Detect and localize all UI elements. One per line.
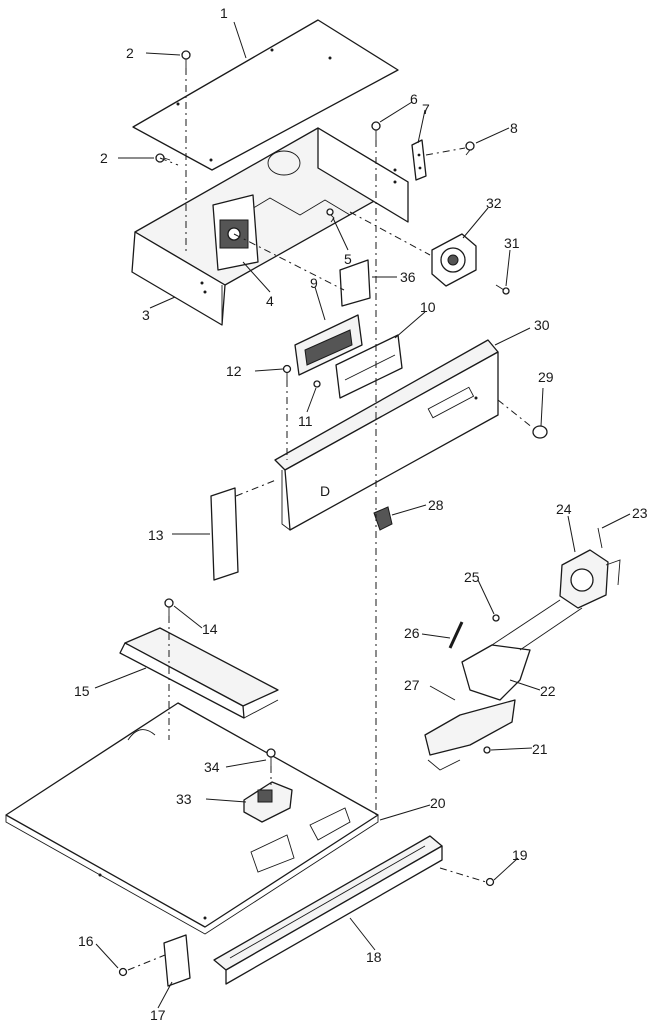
callout-29: 29 [538,369,554,385]
part-7-bracket [411,139,427,181]
callout-17: 17 [150,1007,166,1023]
callout-23: 23 [632,505,648,521]
callout-14: 14 [202,621,218,637]
part-11-screw [313,380,321,388]
upper-housing-box [131,127,409,326]
part-33-latch [243,781,293,823]
callout-20: 20 [430,795,446,811]
callout-26: 26 [404,625,420,641]
callout-5: 5 [344,251,352,267]
callout-32: 32 [486,195,502,211]
callout-6: 6 [410,91,418,107]
callout-28: 28 [428,497,444,513]
part-19-screw [485,877,495,887]
callout-11: 11 [298,413,313,429]
panel-marking-d: D [320,483,330,499]
part-5-screw [326,208,335,223]
callout-13: 13 [148,527,164,543]
part-26-rod [448,621,464,649]
part-32-motor [431,233,477,287]
callout-24: 24 [556,501,572,517]
callout-30: 30 [534,317,550,333]
part-24-motor-assembly [559,549,621,609]
part-2-screw-side [155,153,171,163]
part-4-switch [212,194,259,271]
part-36-plate [339,259,371,307]
callout-34: 34 [204,759,220,775]
part-30-control-panel: D [274,339,499,531]
alignment-lines [127,68,534,971]
leader-lines [94,21,631,1009]
part-2-screw-top [181,50,191,68]
callout-3: 3 [142,307,150,323]
part-22-bracket [461,599,583,701]
part-10-bracket [335,334,403,399]
callout-27: 27 [404,677,420,693]
part-12-screw [282,364,292,380]
part-28-clip [373,506,393,531]
part-20-base-plate [5,702,379,935]
callout-22: 22 [540,683,556,699]
callout-36: 36 [400,269,416,285]
callout-1: 1 [220,5,228,21]
part-16-screw [118,967,128,977]
callout-19: 19 [512,847,528,863]
callout-12: 12 [226,363,242,379]
part-6-screw [371,121,381,140]
part-17-bracket [163,934,191,987]
callout-16: 16 [78,933,94,949]
part-9-board [294,314,363,376]
callout-8: 8 [510,120,518,136]
part-8-screw [465,141,475,156]
part-23-wire [597,527,603,549]
callout-7: 7 [422,101,430,117]
part-29-knob [532,425,548,439]
part-21-screw [483,746,491,754]
callout-9: 9 [310,275,318,291]
part-27-base-bracket [424,699,516,771]
callout-2-side: 2 [100,150,108,166]
part-18-rail [213,835,443,985]
callout-21: 21 [532,741,548,757]
part-13-trim [210,487,239,581]
callout-2-top: 2 [126,45,134,61]
callout-33: 33 [176,791,192,807]
part-25-screw [492,614,500,622]
callout-18: 18 [366,949,382,965]
callout-labels: 1 2 2 3 4 5 6 7 8 9 10 11 12 13 14 15 16… [74,5,648,1023]
part-1-top-cover [132,19,399,171]
part-31-screw [495,284,510,295]
callout-15: 15 [74,683,90,699]
callout-10: 10 [420,299,436,315]
callout-25: 25 [464,569,480,585]
callout-31: 31 [504,235,520,251]
part-15-channel [119,627,279,719]
callout-4: 4 [266,293,274,309]
part-34-screw [266,748,276,766]
part-14-screw [164,598,174,616]
